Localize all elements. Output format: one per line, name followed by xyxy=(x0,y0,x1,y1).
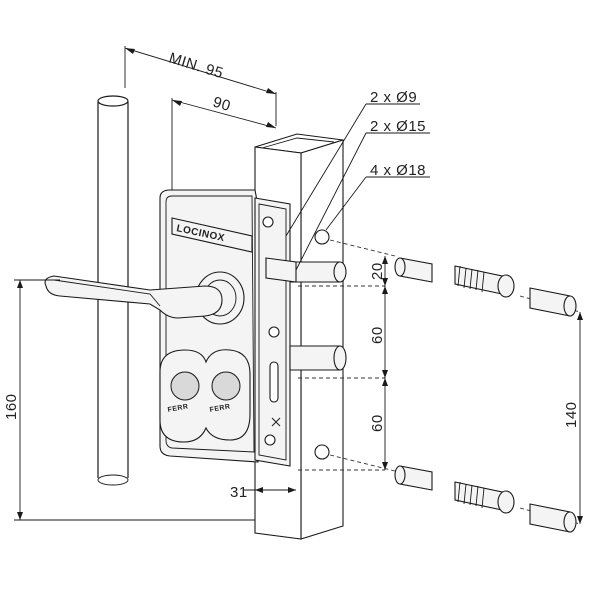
dim-140-label: 140 xyxy=(563,401,580,428)
latch-slot xyxy=(269,361,279,403)
hole-d18-top xyxy=(314,229,330,245)
callout-d15: 2 x Ø15 xyxy=(370,118,426,135)
cylinder-mark-left: FERR xyxy=(167,403,189,414)
hole-callouts: 2 x Ø9 2 x Ø15 4 x Ø18 xyxy=(285,89,430,271)
dim-60b-label: 60 xyxy=(369,414,386,432)
fixing-set-bottom xyxy=(394,465,577,533)
dim-160: 160 xyxy=(3,279,255,521)
dim-20-label: 20 xyxy=(369,262,386,280)
cylinder-left xyxy=(170,371,200,401)
dim-31: 31 xyxy=(230,480,296,501)
hole-d18-bottom xyxy=(314,444,330,460)
screw-icon xyxy=(264,434,276,446)
handle xyxy=(44,271,245,325)
dim-min-95: MIN. 95 xyxy=(124,46,277,126)
screw-icon xyxy=(268,326,280,338)
faceplate xyxy=(254,197,291,467)
brand-plate xyxy=(171,217,253,253)
callout-d9: 2 x Ø9 xyxy=(370,89,417,106)
cross-mark-icon xyxy=(271,417,281,427)
dim-90-label: 90 xyxy=(211,94,233,115)
fixing-set-top xyxy=(394,257,577,317)
cylinder-mark-right: FERR xyxy=(209,403,231,414)
dim-31-label: 31 xyxy=(230,484,248,501)
cylinder-housing: FERR FERR xyxy=(159,349,251,443)
dim-min-95-label: MIN. 95 xyxy=(167,50,226,83)
cylinder-right xyxy=(211,371,241,401)
screw-icon xyxy=(262,216,274,228)
bolt-thread xyxy=(454,265,503,295)
dim-vertical-stack: 20 60 60 xyxy=(369,256,388,470)
dim-140: 140 xyxy=(563,312,583,524)
dim-90: 90 xyxy=(171,94,277,192)
bolts xyxy=(265,257,347,371)
dim-160-label: 160 xyxy=(3,393,20,420)
callout-d18: 4 x Ø18 xyxy=(370,162,426,179)
dim-60a-label: 60 xyxy=(369,326,386,344)
